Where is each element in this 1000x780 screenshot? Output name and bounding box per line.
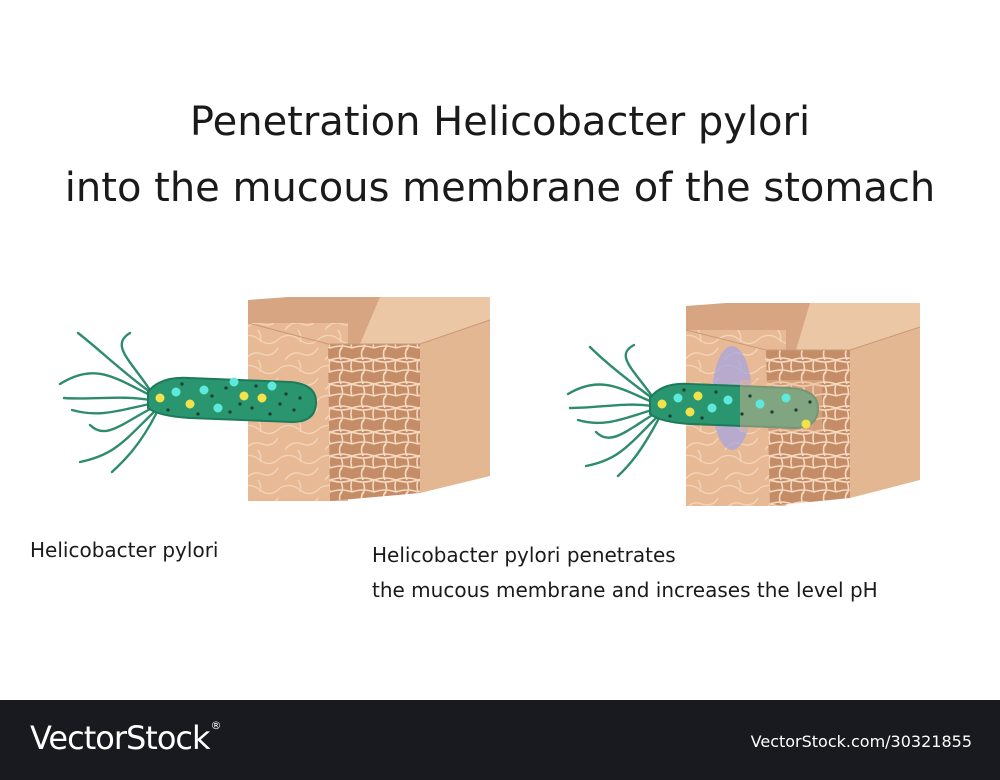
illustration [58,297,921,506]
granules-left [155,377,302,416]
title-line-1: Penetration Helicobacter pylori [189,99,811,145]
caption-helicobacter-pylori: Helicobacter pylori [30,538,219,562]
granules-right [657,388,812,429]
tissue-top-face-light [360,297,490,344]
tissue-block-left [247,297,491,501]
tissue-side-face [850,327,920,498]
tissue-block-right [685,303,921,506]
tissue-top-face-light [796,303,920,350]
watermark-footer: VectorStock® VectorStock.com/30321855 [0,700,1000,780]
bacterium-body-right [649,382,820,430]
caption-penetration-line-1: Helicobacter pylori penetrates [372,543,676,567]
vectorstock-logo: VectorStock® [30,719,222,757]
mucosa-layer [328,344,420,501]
flagella-right [566,343,660,478]
bacterium-left [58,331,318,474]
tissue-side-face [420,320,490,493]
image-reference: VectorStock.com/30321855 [750,732,972,751]
flagella-left [58,331,158,474]
bacterium-right [566,343,822,478]
title-line-2: into the mucous membrane of the stomach [64,165,936,211]
caption-penetration-line-2: the mucous membrane and increases the le… [372,578,878,602]
